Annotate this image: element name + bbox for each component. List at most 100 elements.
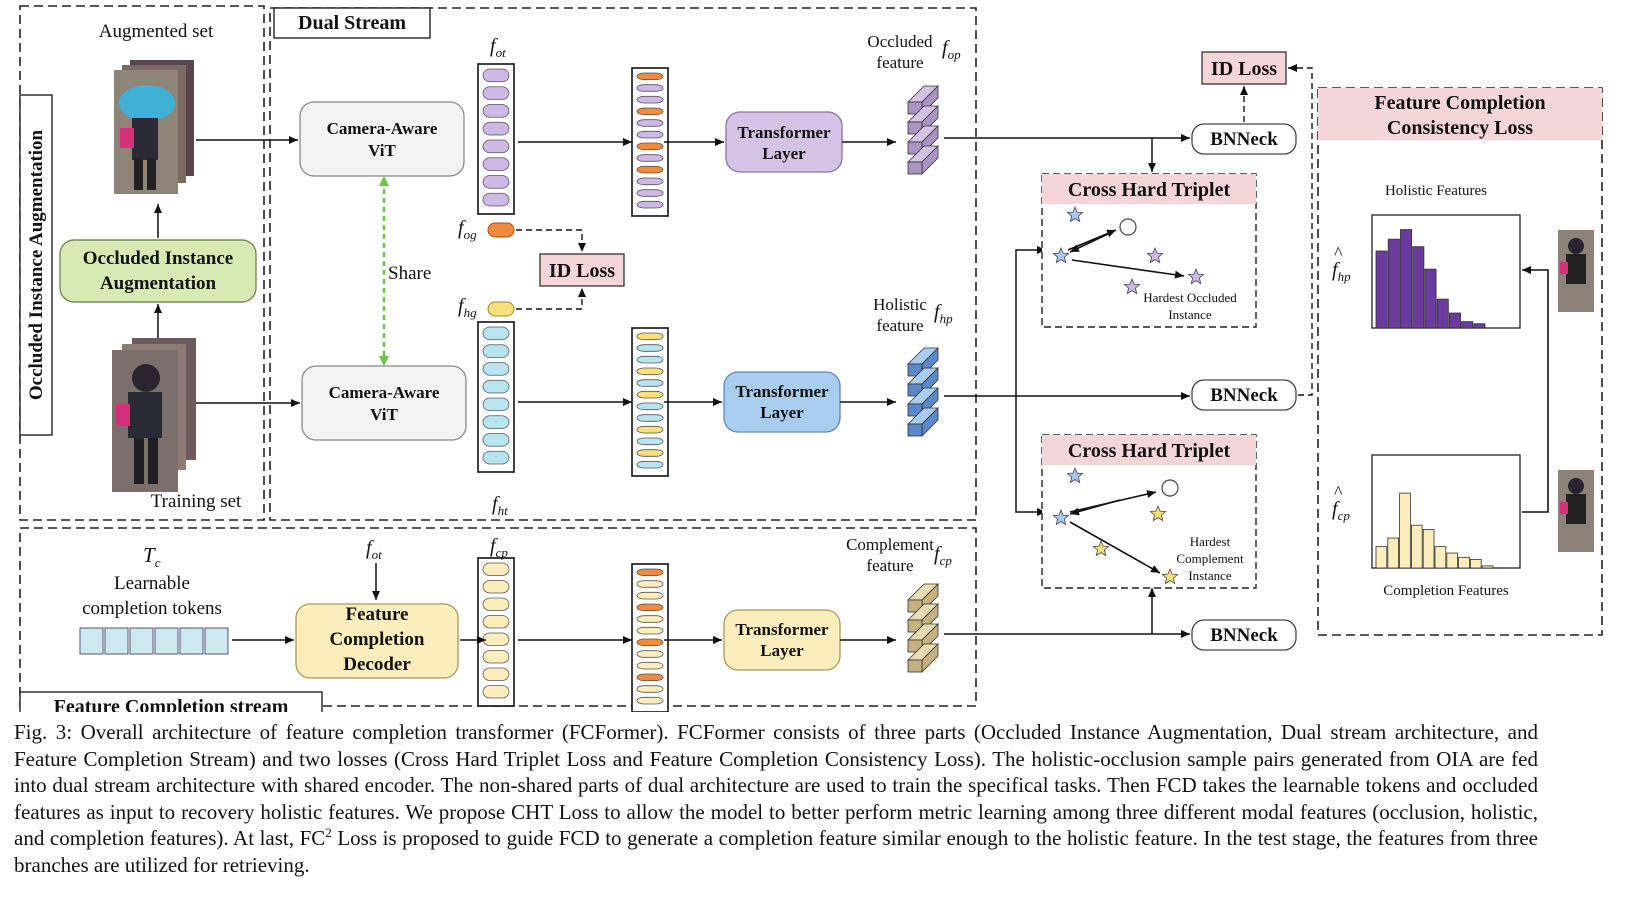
vit-top-line1: Camera-Aware [327, 119, 438, 138]
dual-stream-region [269, 7, 977, 521]
histogram-bar [1424, 268, 1437, 329]
histogram-bar [1448, 312, 1461, 329]
holistic-feature-line2: feature [876, 316, 923, 335]
learnable-line2: completion tokens [82, 598, 222, 619]
learnable-token [179, 627, 204, 655]
bnneck-bottom [1191, 619, 1297, 651]
holistic-person-thumb [1558, 230, 1594, 312]
id-loss-box-top [1201, 51, 1287, 85]
histogram-bar [1446, 552, 1459, 569]
learnable-token [129, 627, 154, 655]
histogram-bar [1387, 238, 1400, 329]
anchor-star [1066, 466, 1084, 484]
histogram-bar [1481, 565, 1494, 569]
completion-histogram [1375, 492, 1494, 569]
completion-token-column-token [482, 667, 510, 681]
transformer-layer-completion [723, 609, 841, 671]
holistic-shuffled-column-token [636, 367, 664, 376]
fcd-line1: Feature [346, 604, 409, 625]
f-op-label: fop [942, 37, 961, 62]
occluded-shuffled-column-token [636, 119, 664, 127]
holistic-feature-stack [907, 347, 939, 437]
f-cp-output-label: fcp [934, 543, 952, 568]
holistic-token-column-token [482, 344, 510, 358]
occluded-token-column-token [482, 86, 510, 100]
fc-stream-label: Feature Completion stream [54, 696, 289, 712]
bnneck-top-label: BNNeck [1210, 129, 1278, 150]
fcd-line3: Decoder [343, 654, 411, 675]
anchor-star [1052, 246, 1070, 264]
bnneck-bottom-label: BNNeck [1210, 625, 1278, 646]
holistic-shuffled-column-token [636, 390, 664, 399]
f-ot-label-fc: fot [366, 537, 382, 562]
vit-top-line2: ViT [368, 141, 396, 160]
fcd-line2: Completion [330, 629, 425, 650]
histogram-bar [1458, 556, 1470, 569]
learnable-token-row [79, 627, 229, 655]
occluded-token-column [477, 63, 515, 215]
completion-person-thumb [1558, 470, 1594, 552]
occluded-star [1146, 246, 1164, 264]
completion-shuffled-column-token [636, 673, 664, 682]
fcc-line2: Consistency Loss [1387, 117, 1533, 139]
holistic-shuffled-column-token [636, 344, 664, 352]
hardest-occluded-line1: Hardest Occluded [1143, 290, 1237, 305]
transformer-occluded-line1: Transformer [737, 123, 831, 142]
histogram-bar [1400, 229, 1413, 329]
architecture-diagram: Occluded Instance Augmentation Dual Stre… [19, 5, 1603, 712]
completion-token-column-token [482, 562, 510, 576]
histogram-bar [1375, 250, 1388, 329]
learnable-token [204, 627, 229, 655]
completion-features-title: Completion Features [1383, 583, 1509, 599]
occluded-shuffled-column-token [636, 142, 664, 151]
fhat-cp-label: fcp [1332, 498, 1350, 523]
holistic-shuffled-column-token [636, 449, 664, 457]
f-ht-label: fht [492, 493, 508, 518]
f-hg-label: fhg [458, 295, 477, 320]
histogram-bar [1399, 492, 1411, 569]
completion-token-column-token [482, 597, 510, 611]
occluded-feature-line1: Occluded [867, 32, 933, 51]
occluded-token-column-token [482, 157, 510, 171]
occluded-token-column-token [482, 121, 510, 136]
learnable-token [154, 627, 179, 655]
holistic-shuffled-column-token [636, 425, 664, 434]
occluded-feature-stack [907, 85, 939, 175]
hardest-complement-line2: Complement [1176, 551, 1244, 566]
f-og-label: fog [458, 217, 477, 242]
transformer-holistic-line2: Layer [760, 403, 804, 422]
occluded-shuffled-column-token [636, 165, 664, 174]
hardest-occluded-star [1187, 267, 1205, 285]
occluded-star [1123, 277, 1141, 295]
histogram-bar [1473, 323, 1486, 329]
dual-stream-label: Dual Stream [298, 12, 406, 34]
transformer-holistic-line1: Transformer [735, 382, 829, 401]
completion-feature-stack [907, 583, 939, 673]
occluded-feature-line2: feature [876, 53, 923, 72]
completion-shuffled-column-token [636, 615, 664, 623]
histogram-bar [1461, 321, 1474, 329]
f-ot-label: fot [490, 35, 506, 60]
holistic-histogram [1375, 229, 1486, 329]
holistic-shuffled-column-token [636, 355, 664, 364]
learnable-token [104, 627, 129, 655]
completion-token-column-token [482, 685, 510, 699]
occluded-shuffled-column-token [636, 72, 664, 81]
holistic-token-column-token [482, 397, 510, 412]
transformer-layer-occluded [725, 111, 843, 173]
share-label: Share [388, 263, 431, 284]
fcc-line1: Feature Completion [1374, 92, 1545, 114]
hardest-occluded-line2: Instance [1168, 307, 1212, 322]
completion-token-column-token [482, 650, 510, 664]
holistic-token-column-token [482, 450, 510, 465]
occluded-token-column-token [482, 68, 510, 83]
histogram-bar [1422, 529, 1435, 569]
occluded-shuffled-column-token [636, 130, 664, 139]
holistic-shuffled-column-token [636, 437, 664, 446]
tc-label: Tc [143, 543, 161, 570]
completion-shuffled-column-token [636, 638, 664, 647]
holistic-token-column-token [482, 362, 510, 376]
holistic-shuffled-column-token [636, 402, 664, 411]
occluded-shuffled-column-token [636, 95, 664, 104]
holistic-shuffled-column-token [636, 460, 664, 469]
